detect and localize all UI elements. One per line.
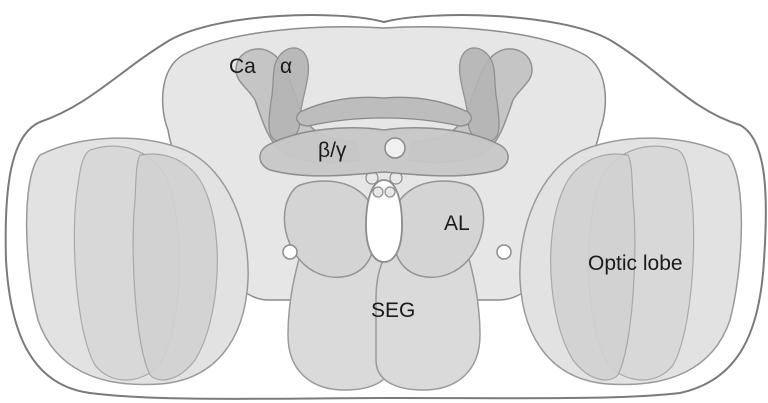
central-body	[385, 138, 405, 158]
central-dot-4	[385, 187, 395, 197]
subesophageal-ganglion-label: SEG	[371, 300, 415, 321]
optic-lobe-label: Optic lobe	[588, 253, 683, 274]
antennal-lobe-label: AL	[444, 213, 470, 234]
calyx-label: Ca	[229, 56, 256, 77]
left-dot	[283, 245, 297, 259]
esophageal-foramen	[366, 180, 402, 262]
central-dot-3	[373, 187, 383, 197]
right-dot	[497, 245, 511, 259]
alpha-lobe-label: α	[280, 56, 292, 77]
beta-gamma-lobe-label: β/γ	[318, 140, 346, 161]
left-optic-lobe	[27, 138, 249, 384]
